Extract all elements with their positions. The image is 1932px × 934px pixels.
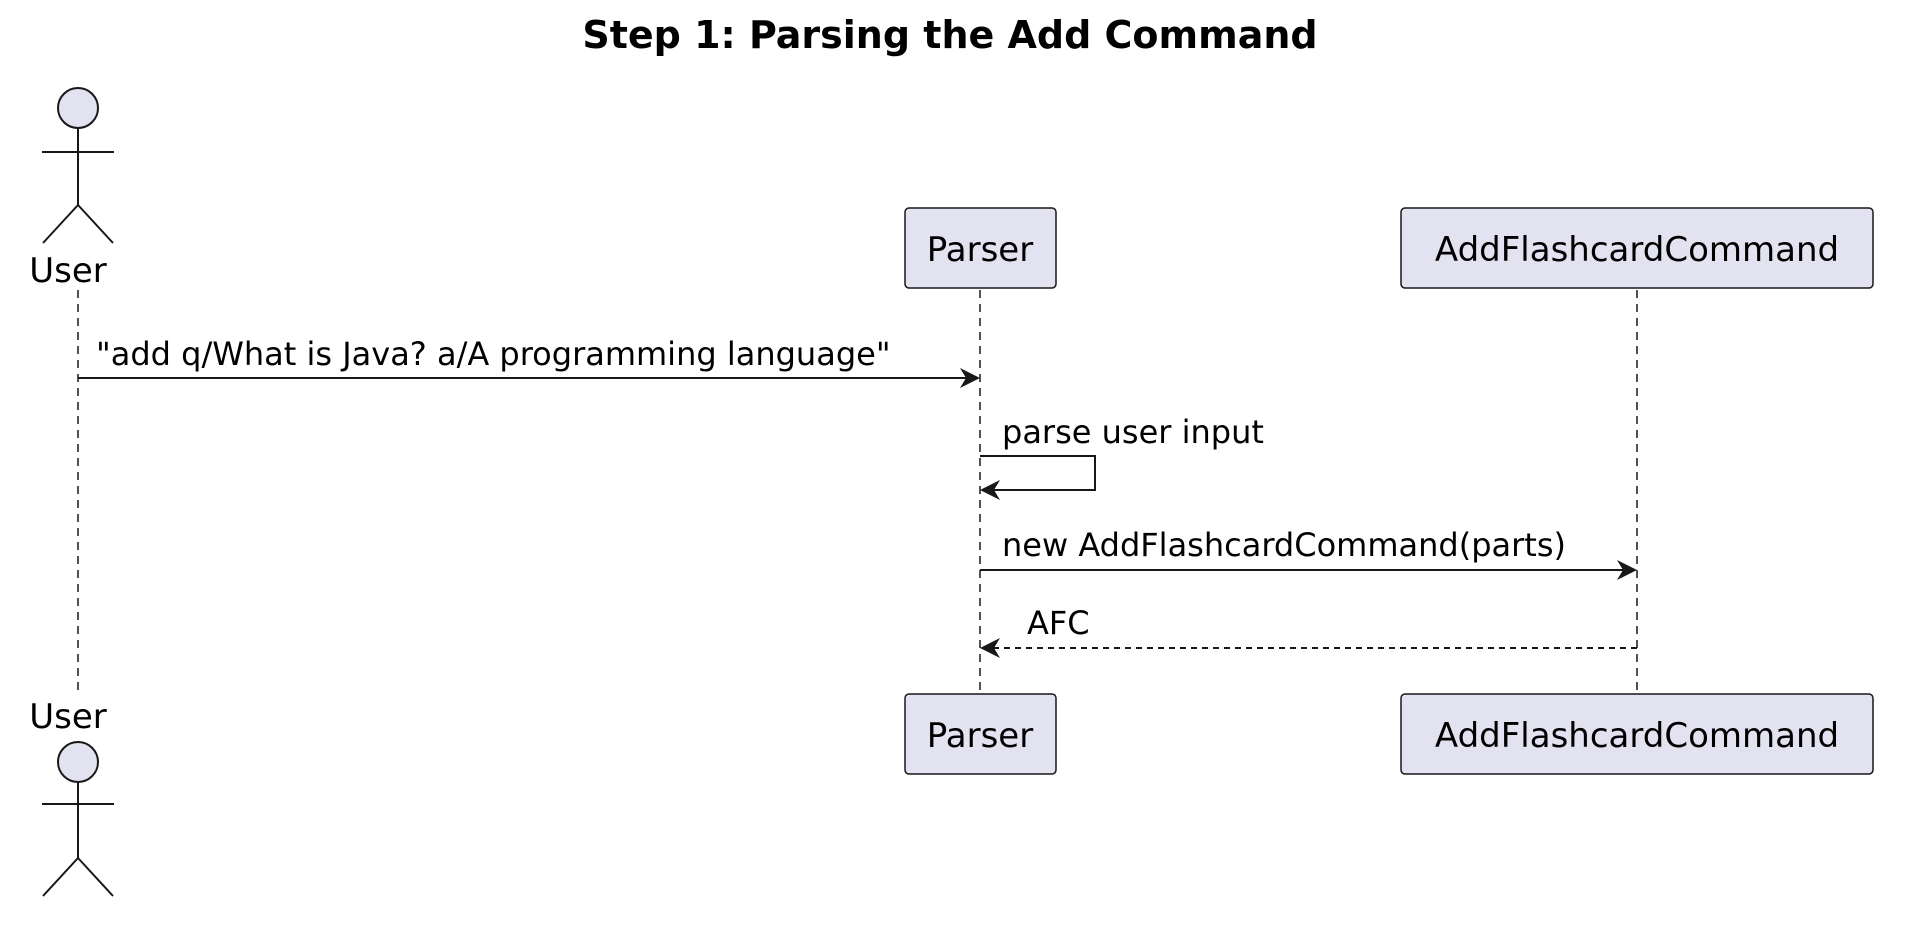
message-2-arrow: [980, 455, 1096, 500]
stick-figure-icon: [42, 87, 114, 244]
participant-parser-bottom: Parser: [904, 693, 1057, 775]
message-user-to-parser: "add q/What is Java? a/A programming lan…: [78, 335, 980, 388]
stick-figure-icon: [42, 741, 114, 897]
participant-afc-bottom: AddFlashcardCommand: [1400, 693, 1874, 775]
participant-afc-bottom-label: AddFlashcardCommand: [1435, 716, 1839, 756]
message-1-label: "add q/What is Java? a/A programming lan…: [96, 335, 891, 373]
message-parser-to-afc: new AddFlashcardCommand(parts): [980, 526, 1637, 580]
message-afc-to-parser: AFC: [980, 604, 1637, 658]
message-2-label: parse user input: [1002, 413, 1264, 451]
participant-afc-top: AddFlashcardCommand: [1400, 207, 1874, 289]
participant-afc-top-label: AddFlashcardCommand: [1435, 230, 1839, 270]
participant-parser-bottom-label: Parser: [927, 716, 1033, 756]
participant-parser-top-label: Parser: [927, 230, 1033, 270]
actor-user-top: User: [29, 87, 114, 291]
actor-user-bottom-label: User: [29, 697, 107, 737]
message-3-label: new AddFlashcardCommand(parts): [1002, 526, 1566, 564]
actor-user-bottom: User: [29, 697, 114, 897]
participant-parser-top: Parser: [904, 207, 1057, 289]
diagram-title: Step 1: Parsing the Add Command: [582, 13, 1317, 57]
actor-user-top-label: User: [29, 251, 107, 291]
message-4-label: AFC: [1027, 604, 1090, 642]
message-parser-self: parse user input: [980, 413, 1264, 500]
